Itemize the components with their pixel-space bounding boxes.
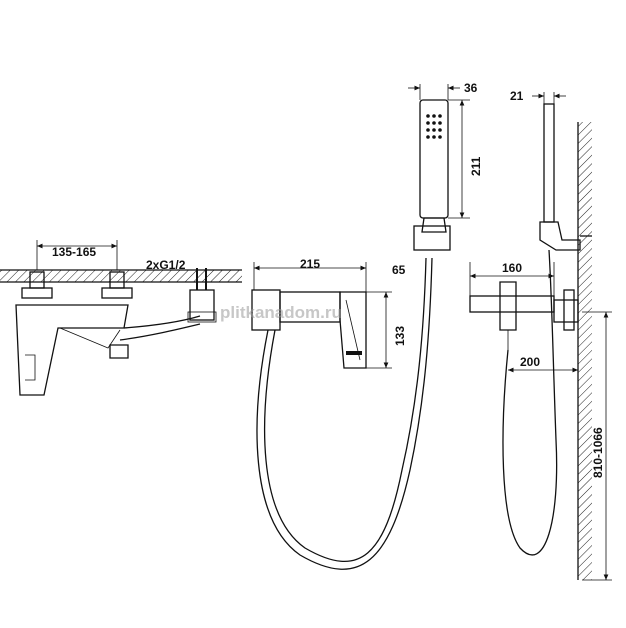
side-view (469, 92, 612, 581)
wall-mixer-view (251, 84, 470, 570)
dim-body-length: 215 (300, 257, 320, 271)
watermark: plitkanadom.ru (220, 303, 342, 322)
dim-spout-projection: 160 (502, 261, 522, 275)
dim-handshower-length: 211 (469, 156, 483, 176)
mixer-body (15, 304, 129, 396)
spout-side (469, 295, 555, 313)
dim-body-height: 133 (393, 326, 407, 346)
dim-spout-reach: 200 (520, 355, 540, 369)
wall (578, 122, 592, 580)
dim-side-width: 21 (510, 89, 524, 103)
dim-handshower-width: 36 (464, 81, 478, 95)
deck-mixer-view (0, 240, 242, 396)
handshower-side (543, 103, 555, 223)
spray-holes (426, 114, 442, 139)
dim-mounting-height: 810-1066 (591, 427, 605, 478)
deck-surface (0, 270, 242, 282)
dim-body-depth: 65 (392, 263, 406, 277)
dim-connection: 2xG1/2 (146, 258, 186, 272)
dim-spacing: 135-165 (52, 245, 96, 259)
